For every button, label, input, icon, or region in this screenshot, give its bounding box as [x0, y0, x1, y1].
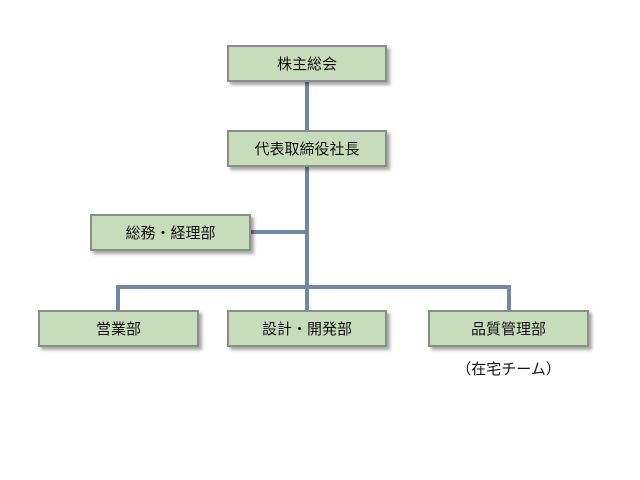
node-quality-management: 品質管理部: [428, 310, 589, 347]
node-label: 営業部: [95, 320, 141, 338]
node-representative-director: 代表取締役社長: [227, 130, 387, 167]
node-label: 設計・開発部: [261, 320, 352, 338]
node-sales: 営業部: [38, 310, 199, 347]
node-label: 代表取締役社長: [254, 140, 360, 158]
node-label: 総務・経理部: [125, 224, 216, 242]
node-design-development: 設計・開発部: [227, 310, 387, 347]
node-label: 株主総会: [276, 55, 337, 73]
quality-management-note: （在宅チーム）: [456, 360, 561, 378]
node-general-affairs-accounting: 総務・経理部: [90, 214, 251, 251]
node-label: 品質管理部: [470, 320, 546, 338]
node-shareholders-meeting: 株主総会: [227, 45, 387, 82]
